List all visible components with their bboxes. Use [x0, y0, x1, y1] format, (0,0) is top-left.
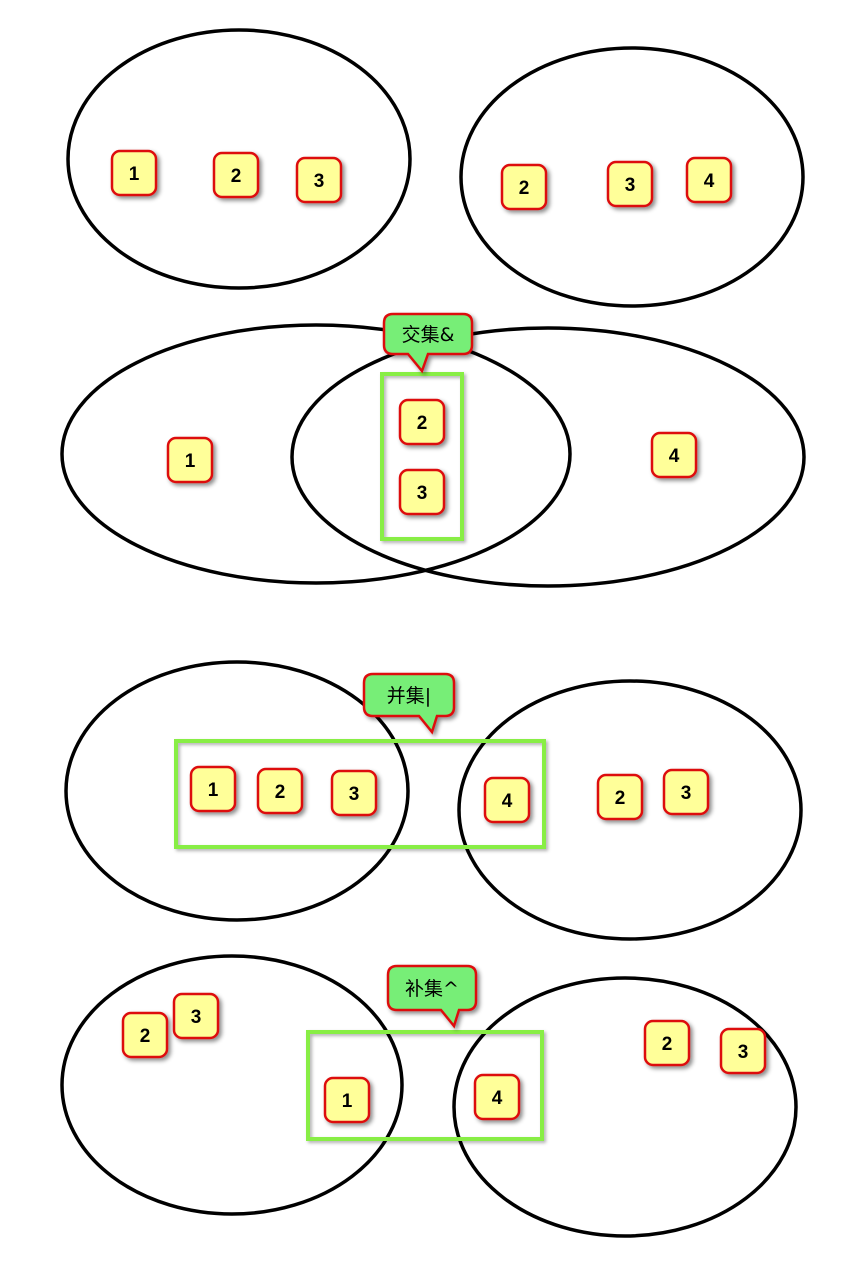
highlight-rects-layer: [174, 372, 546, 1141]
item-box: [650, 431, 698, 479]
item-box: [719, 1027, 767, 1075]
panel-symmetric-difference-right-item: 2: [643, 1019, 691, 1067]
panel-intersection-callout: 交集&: [382, 312, 474, 374]
panel-intersection-result-highlight: [380, 372, 464, 541]
panel-sets-right-item: 2: [500, 163, 548, 211]
panel-sets-set-b-ellipse: [459, 46, 805, 308]
item-label: 1: [342, 1091, 353, 1112]
item-label: 3: [738, 1042, 749, 1063]
items-layer: 1 2 3 2 3 4 1 4 2 3 2 3 1 2 3 4 2 3 2 3 1 4: [110, 149, 767, 1124]
panel-symmetric-difference-set-a-ellipse: [60, 954, 404, 1216]
item-label: 1: [208, 780, 219, 801]
item-box: [596, 773, 644, 821]
callouts-layer: 交集&并集| 补集^: [362, 312, 478, 1029]
panel-sets-set-a-ellipse: [66, 28, 412, 290]
item-box: [110, 149, 158, 197]
panel-sets-left-item: 3: [295, 156, 343, 204]
callout-bubble: [386, 964, 478, 1029]
item-label: 2: [615, 788, 626, 809]
item-box: [483, 776, 531, 824]
item-box: [662, 768, 710, 816]
panel-symmetric-difference-left-item: 3: [172, 992, 220, 1040]
item-box: [606, 160, 654, 208]
panel-intersection-result-item: 3: [398, 468, 446, 516]
panel-symmetric-difference-result-item: 1: [323, 1076, 371, 1124]
item-box: [172, 992, 220, 1040]
item-label: 2: [519, 178, 530, 199]
panel-intersection-right-item: 4: [650, 431, 698, 479]
ellipses-layer: [60, 28, 806, 1238]
callout-bubble: [362, 672, 456, 735]
callout-label: 补集^: [405, 978, 459, 1000]
callout-bubble: [382, 312, 474, 374]
item-box: [473, 1073, 521, 1121]
item-label: 2: [275, 782, 286, 803]
panel-symmetric-difference-result-highlight: [306, 1030, 544, 1141]
item-label: 4: [704, 171, 715, 192]
item-box: [256, 767, 304, 815]
item-box: [121, 1011, 169, 1059]
panel-intersection-left-item: 1: [166, 436, 214, 484]
panel-symmetric-difference-callout: 补集^: [386, 964, 478, 1029]
item-label: 3: [681, 783, 692, 804]
panel-symmetric-difference-left-item: 2: [121, 1011, 169, 1059]
panel-union-right-item: 3: [662, 768, 710, 816]
panel-sets-left-item: 1: [110, 149, 158, 197]
panel-sets-left-item: 2: [212, 151, 260, 199]
item-label: 3: [625, 175, 636, 196]
item-box: [398, 398, 446, 446]
item-label: 3: [349, 784, 360, 805]
panel-symmetric-difference-right-item: 3: [719, 1027, 767, 1075]
item-box: [295, 156, 343, 204]
item-box: [398, 468, 446, 516]
item-label: 4: [669, 446, 680, 467]
panel-intersection-set-a-ellipse: [60, 323, 572, 585]
item-label: 2: [417, 413, 428, 434]
panel-union-set-b-ellipse: [457, 679, 803, 941]
item-box: [685, 156, 733, 204]
item-label: 2: [140, 1026, 151, 1047]
item-label: 3: [417, 483, 428, 504]
panel-union-result-highlight: [174, 739, 546, 849]
panel-sets-right-item: 3: [606, 160, 654, 208]
panel-intersection-set-b-ellipse: [290, 326, 806, 588]
item-box: [643, 1019, 691, 1067]
item-label: 4: [492, 1088, 503, 1109]
panel-union-result-item: 1: [189, 765, 237, 813]
item-label: 4: [502, 791, 513, 812]
panel-union-callout: 并集|: [362, 672, 456, 735]
panel-union-result-item: 2: [256, 767, 304, 815]
panel-union-set-a-ellipse: [64, 660, 410, 922]
panel-union-result-item: 3: [330, 769, 378, 817]
item-box: [166, 436, 214, 484]
item-label: 1: [185, 451, 196, 472]
item-box: [500, 163, 548, 211]
item-label: 2: [231, 166, 242, 187]
item-box: [323, 1076, 371, 1124]
callout-label: 交集&: [402, 324, 455, 346]
item-box: [330, 769, 378, 817]
panel-intersection-result-item: 2: [398, 398, 446, 446]
panel-sets-right-item: 4: [685, 156, 733, 204]
item-box: [189, 765, 237, 813]
panel-symmetric-difference-set-b-ellipse: [452, 976, 798, 1238]
item-label: 3: [191, 1007, 202, 1028]
item-label: 2: [662, 1034, 673, 1055]
item-box: [212, 151, 260, 199]
panel-union-result-item: 4: [483, 776, 531, 824]
item-label: 3: [314, 171, 325, 192]
panel-symmetric-difference-result-item: 4: [473, 1073, 521, 1121]
panel-union-right-item: 2: [596, 773, 644, 821]
item-label: 1: [129, 164, 140, 185]
callout-label: 并集|: [387, 685, 431, 707]
